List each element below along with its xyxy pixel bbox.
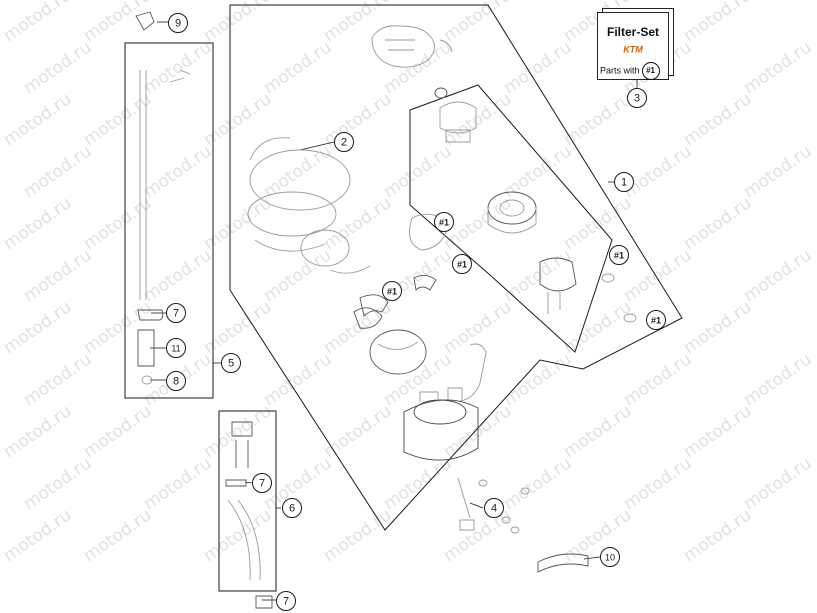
filter-set-title: Filter-Set: [606, 25, 659, 39]
callout-9: 7: [166, 303, 186, 323]
callout-label: 1: [621, 177, 627, 189]
callout-label: #1: [651, 316, 661, 326]
group-frames: [124, 4, 683, 592]
callout-label: 3: [634, 93, 640, 105]
main-assembly-frame: [229, 4, 683, 531]
callout-15: 4: [484, 498, 504, 518]
callout-label: 8: [173, 376, 179, 388]
callout-label: 2: [341, 137, 347, 149]
callout-14: 6: [282, 498, 302, 518]
callout-1: 2: [334, 132, 354, 152]
callout-circle: [276, 591, 296, 611]
callout-label: 7: [283, 596, 289, 608]
callout-10: 11: [166, 338, 186, 358]
callout-label: 11: [171, 344, 180, 354]
part-sketches: [135, 11, 637, 609]
callout-label: 10: [605, 553, 615, 563]
callout-layer: 9 2 3 1 #1 #1 #1 #1 #1 7 11 5 8 7 6 4 10 7: [166, 13, 666, 611]
ktm-logo: KTM: [623, 45, 643, 55]
filter-set-box: Filter-Set KTM Parts with#1: [597, 8, 674, 80]
callout-circle: [627, 88, 647, 108]
filter-set-parts-line: Parts with#1: [600, 62, 660, 80]
callout-circle: [614, 172, 634, 192]
callout-label: #1: [387, 287, 397, 297]
callout-circle: [166, 371, 186, 391]
callout-label: #1: [439, 218, 449, 228]
callout-circle: [600, 547, 620, 567]
callout-circle: [434, 212, 454, 232]
callout-3: 1: [614, 172, 634, 192]
callout-circle: [609, 245, 629, 265]
ktm-logo-text: KTM: [623, 45, 643, 55]
callout-11: 5: [221, 353, 241, 373]
callout-label: #1: [457, 260, 467, 270]
callout-circle: [484, 498, 504, 518]
callout-label: 7: [259, 478, 265, 490]
callout-16: 10: [600, 547, 620, 567]
callout-circle: [168, 13, 188, 33]
callout-4: #1: [434, 212, 454, 232]
filter-set-ref-callout: #1: [641, 62, 660, 80]
callout-8: #1: [646, 310, 666, 330]
callout-0: 9: [168, 13, 188, 33]
callout-6: #1: [609, 245, 629, 265]
callout-circle: [166, 303, 186, 323]
callout-12: 8: [166, 371, 186, 391]
callout-label: 6: [289, 503, 295, 515]
callout-circle: [252, 473, 272, 493]
callout-circle: [382, 281, 402, 301]
hose-frame: [218, 410, 277, 592]
callout-circle: [452, 254, 472, 274]
callout-circle: [646, 310, 666, 330]
callout-7: #1: [382, 281, 402, 301]
callout-label: 7: [173, 308, 179, 320]
filter-set-box-face: Filter-Set KTM Parts with#1: [597, 12, 669, 80]
callout-2: 3: [627, 88, 647, 108]
callout-circle: [166, 338, 186, 358]
callout-circle: [334, 132, 354, 152]
callout-13: 7: [252, 473, 272, 493]
leader-lines: [150, 21, 638, 601]
callout-5: #1: [452, 254, 472, 274]
callout-label: 9: [175, 18, 181, 30]
fuel-line-frame: [124, 42, 214, 399]
filter-set-parts-with: Parts with: [600, 65, 640, 76]
callout-17: 7: [276, 591, 296, 611]
callout-label: #1: [614, 251, 624, 261]
callout-circle: [282, 498, 302, 518]
callout-circle: [221, 353, 241, 373]
callout-label: 5: [228, 358, 234, 370]
pump-module-frame: [409, 84, 613, 353]
callout-label: 4: [491, 503, 497, 515]
